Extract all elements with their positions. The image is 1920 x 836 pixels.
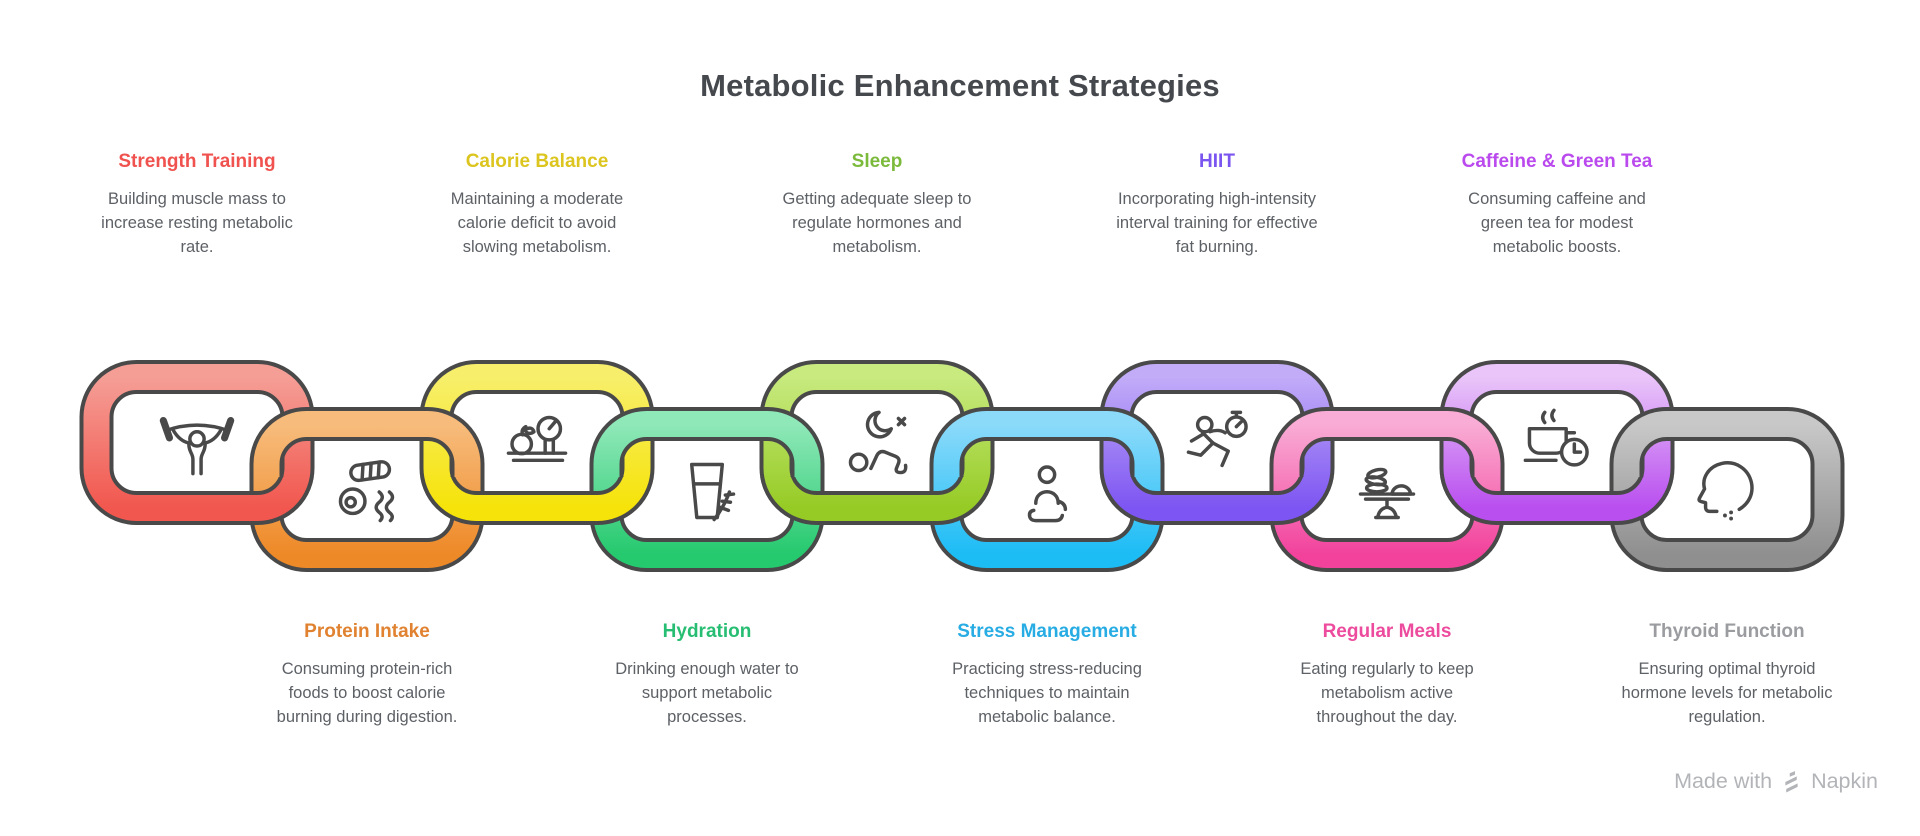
item-label-hydration: Hydration [662, 621, 752, 642]
sleep-moon-icon [848, 410, 908, 475]
chain-diagram [0, 352, 1920, 592]
item-label-hiit: HIIT [1199, 151, 1235, 172]
item-description-hydration: Drinking enough water to support metabol… [615, 660, 799, 726]
meal-stand-icon [1358, 467, 1416, 520]
chain-svg [79, 360, 1845, 572]
watermark-made-with: Made with [1674, 769, 1773, 793]
item-label-regular-meals: Regular Meals [1322, 621, 1452, 642]
protein-foods-icon [338, 460, 395, 523]
food-scale-icon [506, 415, 568, 463]
napkin-logo-icon [1781, 770, 1802, 794]
item-label-protein-intake: Protein Intake [304, 621, 430, 642]
item-description-thyroid-function: Ensuring optimal thyroid hormone levels … [1621, 660, 1833, 726]
item-label-thyroid-function: Thyroid Function [1649, 621, 1805, 642]
water-glass-icon [689, 462, 736, 522]
head-profile-icon [1697, 461, 1754, 521]
item-description-regular-meals: Eating regularly to keep metabolism acti… [1300, 660, 1474, 726]
item-label-stress-management: Stress Management [957, 621, 1137, 642]
meditation-icon [1027, 465, 1068, 523]
item-description-strength-training: Building muscle mass to increase resting… [101, 190, 293, 256]
watermark: Made with Napkin [1674, 769, 1878, 794]
item-description-caffeine-green-tea: Consuming caffeine and green tea for mod… [1468, 190, 1646, 256]
item-block-hiit: HIIT Incorporating high-intensity interva… [1097, 150, 1337, 259]
item-description-sleep: Getting adequate sleep to regulate hormo… [782, 190, 972, 256]
item-description-stress-management: Practicing stress-reducing techniques to… [952, 660, 1142, 726]
page-title: Metabolic Enhancement Strategies [700, 68, 1220, 103]
item-label-strength-training: Strength Training [118, 151, 276, 172]
item-description-protein-intake: Consuming protein-rich foods to boost ca… [276, 660, 458, 726]
item-label-sleep: Sleep [851, 151, 903, 172]
watermark-brand: Napkin [1811, 769, 1878, 793]
item-label-caffeine-green-tea: Caffeine & Green Tea [1461, 151, 1653, 172]
item-label-calorie-balance: Calorie Balance [465, 151, 609, 172]
item-description-calorie-balance: Maintaining a moderate calorie deficit t… [450, 190, 624, 256]
weightlifter-icon [159, 416, 235, 476]
coffee-clock-icon [1523, 408, 1589, 467]
runner-stopwatch-icon [1186, 410, 1248, 468]
item-description-hiit: Incorporating high-intensity interval tr… [1116, 190, 1318, 256]
